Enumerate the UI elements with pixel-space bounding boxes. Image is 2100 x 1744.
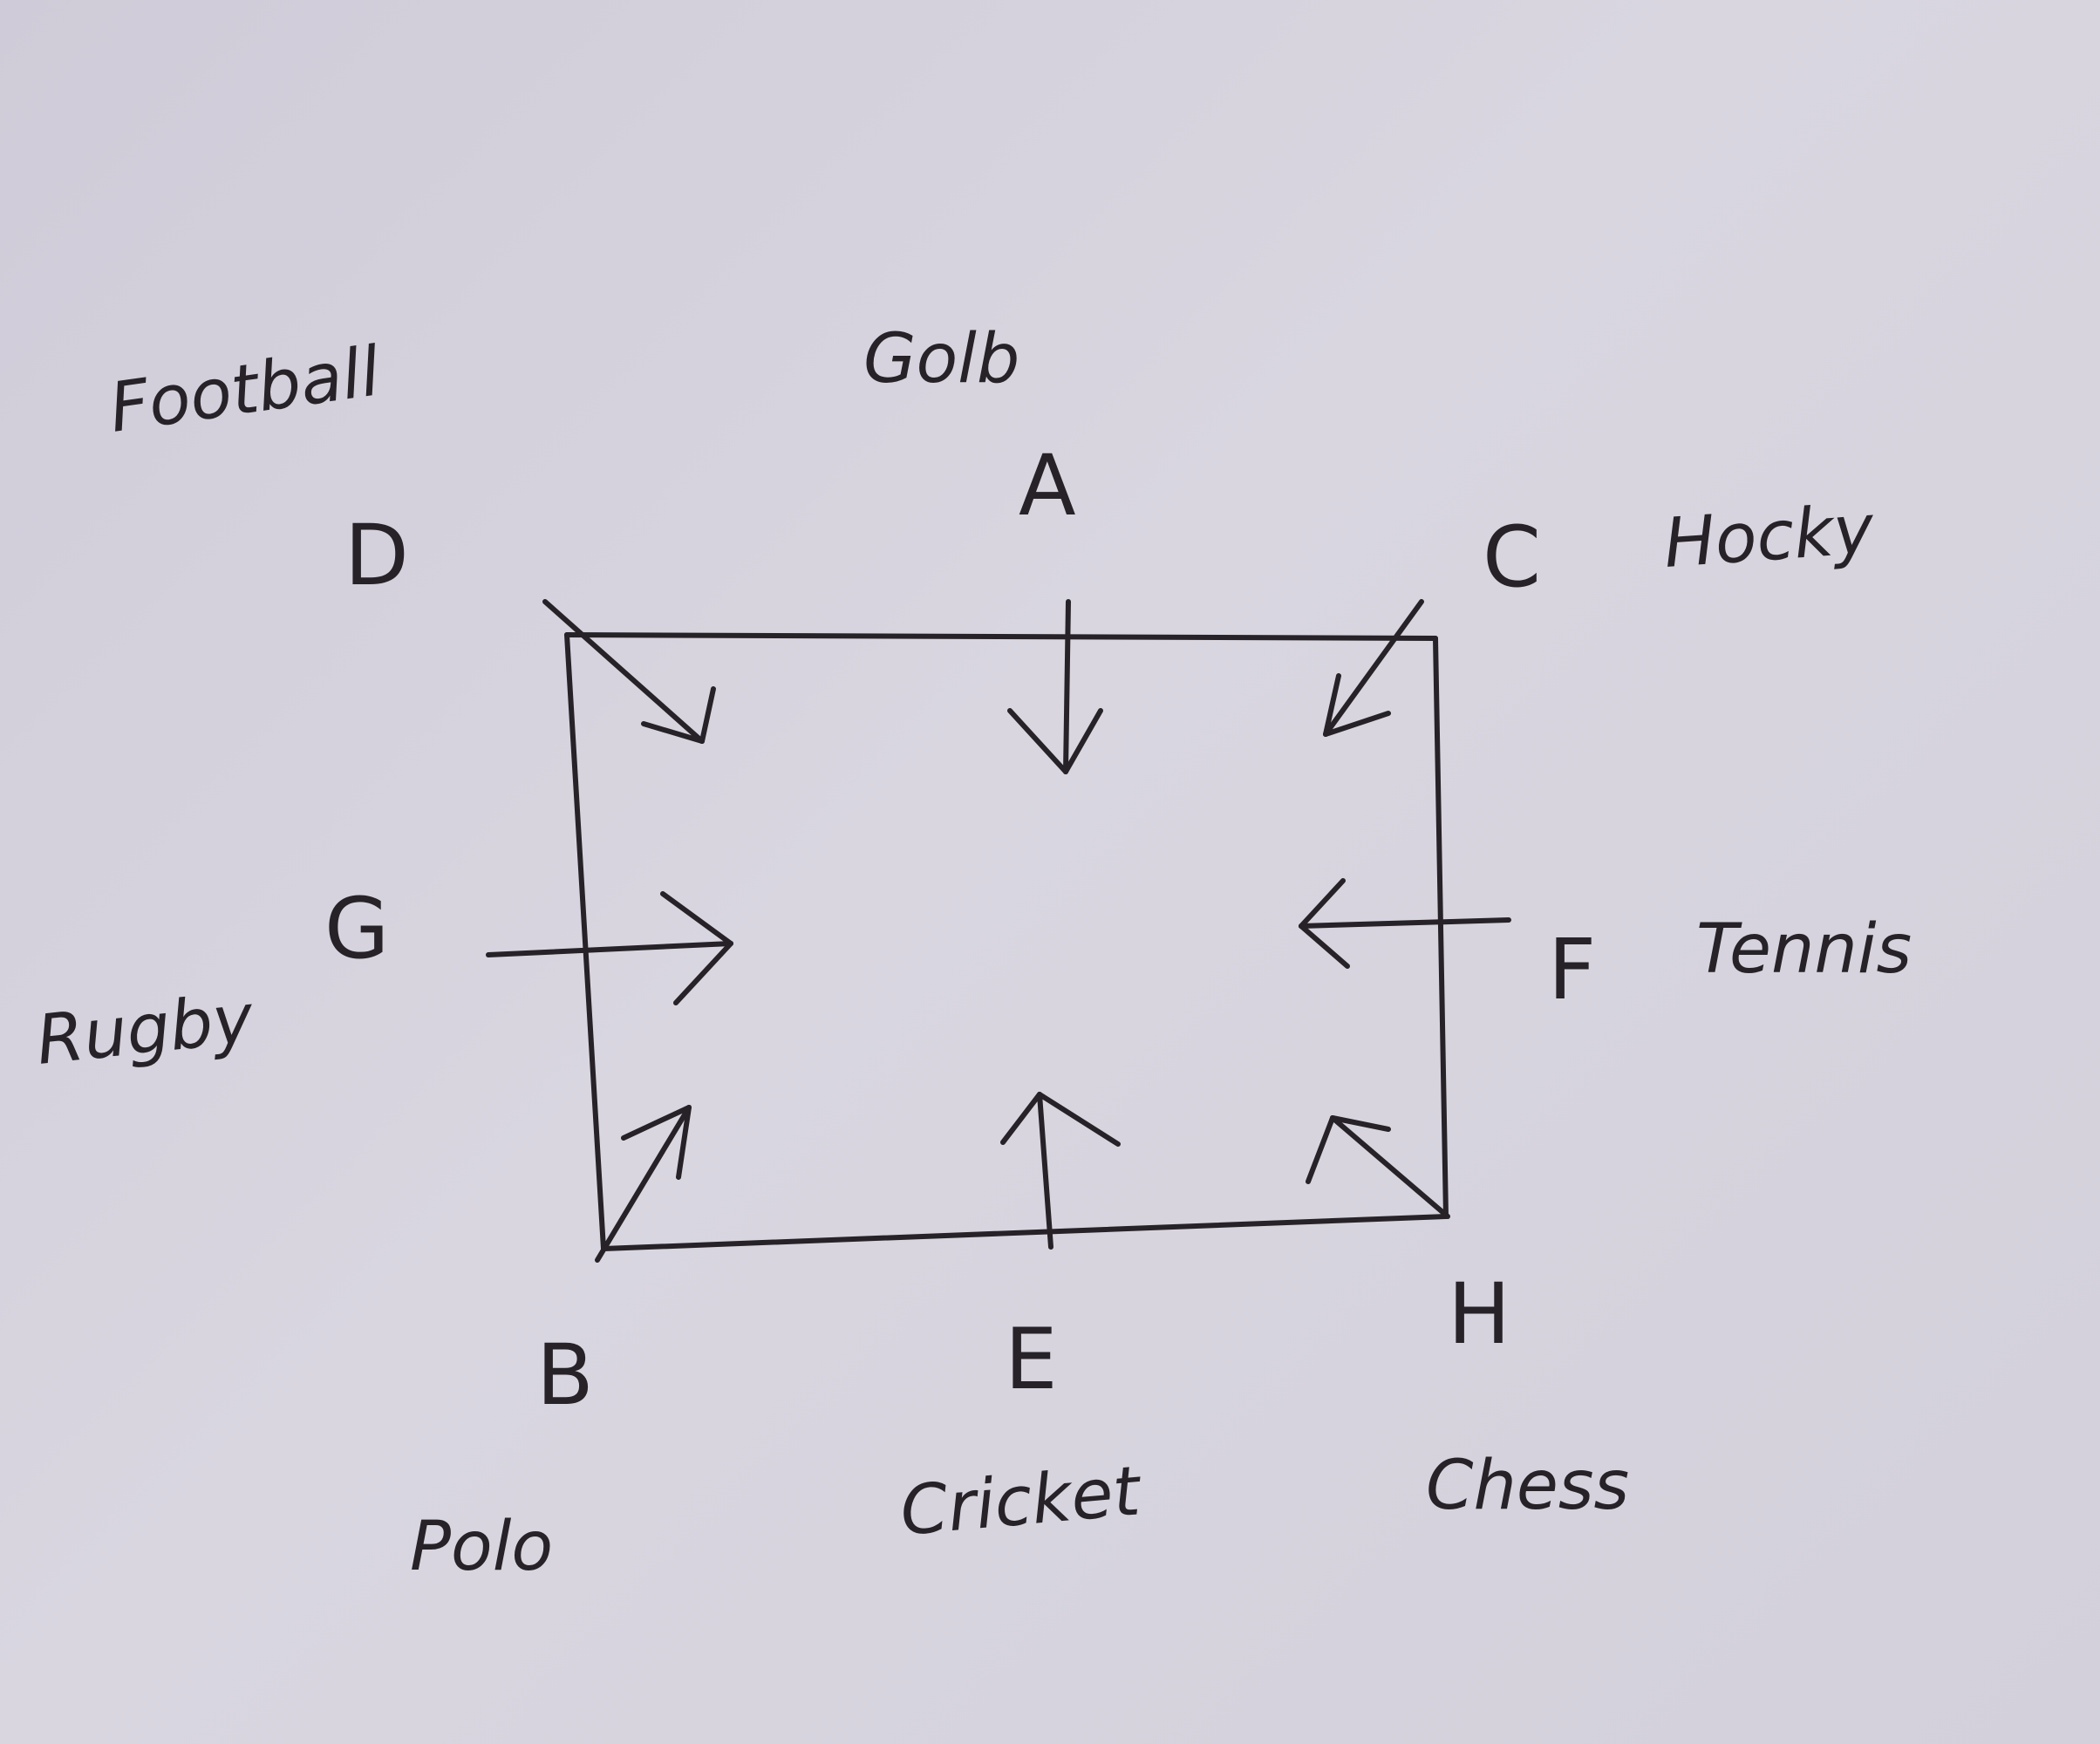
arrow-from-e (1000, 1092, 1121, 1250)
node-label-a: A (1019, 437, 1076, 535)
arrow-from-a (1007, 599, 1103, 774)
sport-label-golb: Golb (863, 320, 1019, 399)
sport-label-chess: Chess (1426, 1447, 1629, 1525)
node-label-b: B (536, 1326, 594, 1424)
node-label-f: F (1548, 921, 1596, 1018)
arrow-from-d (542, 599, 716, 744)
node-label-d: D (344, 507, 409, 604)
node-label-e: E (1005, 1311, 1058, 1408)
node-label-h: H (1448, 1265, 1510, 1363)
sport-label-tennis: Tennis (1696, 910, 1912, 989)
rectangle-outline (564, 632, 1449, 1251)
arrow-from-g (486, 891, 733, 1005)
node-label-c: C (1483, 508, 1541, 606)
arrow-from-c (1323, 599, 1424, 737)
sport-label-hocky: Hocky (1661, 490, 1878, 583)
arrow-from-f (1299, 878, 1511, 969)
sport-label-cricket: Cricket (897, 1452, 1145, 1551)
sport-label-rugby: Rugby (33, 979, 259, 1080)
sport-label-football: Football (105, 332, 385, 448)
arrow-from-b (595, 1105, 692, 1263)
sport-label-polo: Polo (410, 1508, 553, 1586)
node-label-g: G (324, 880, 389, 978)
arrow-from-h (1306, 1115, 1450, 1219)
